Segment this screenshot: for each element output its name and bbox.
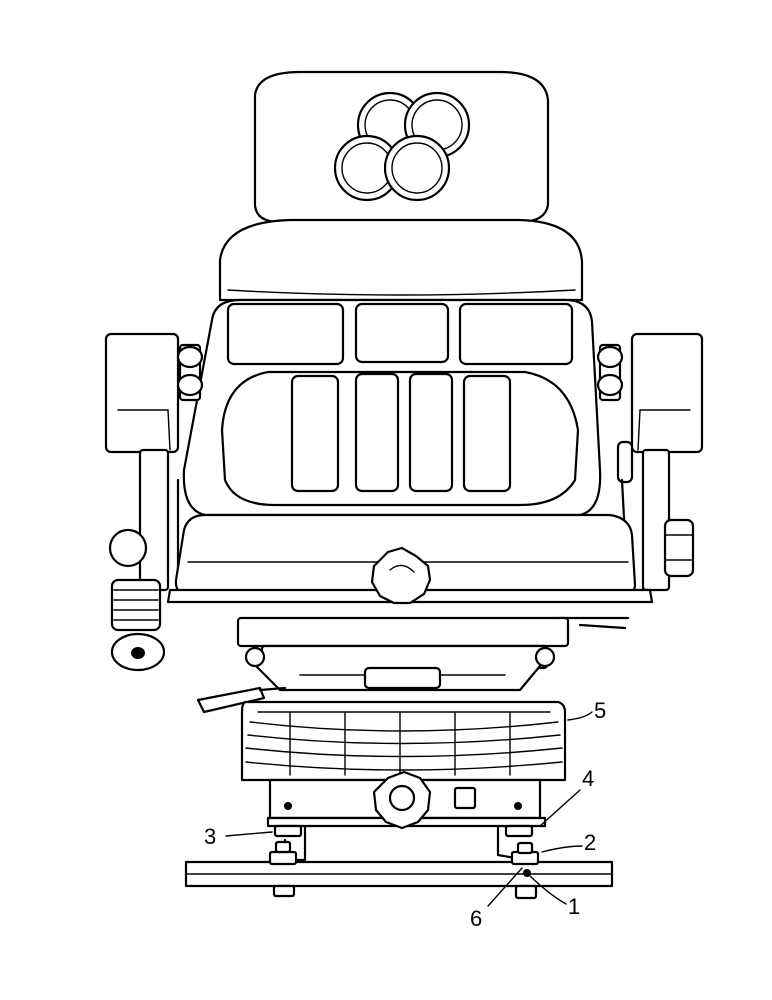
- left-adjustment-handle: [108, 528, 166, 672]
- callout-label-3: 3: [204, 824, 216, 849]
- callout-label-6: 6: [470, 906, 482, 931]
- right-mounting-bracket: [496, 824, 534, 860]
- backrest-upper-cushion: [218, 218, 584, 302]
- callout-label-1: 1: [568, 894, 580, 919]
- callout-1: 1: [529, 875, 580, 919]
- right-armrest-knob: [596, 345, 624, 397]
- callout-4: 4: [539, 766, 594, 827]
- callout-label-5: 5: [594, 698, 606, 723]
- callout-6: 6: [470, 867, 523, 931]
- callout-5: 5: [567, 698, 606, 723]
- upper-mechanism: [236, 616, 570, 692]
- weight-adjust-knob: [372, 770, 432, 830]
- left-armrest-knob: [176, 345, 204, 397]
- right-mounting-bolt: [510, 841, 540, 900]
- callout-2: 2: [541, 830, 596, 855]
- callout-3: 3: [204, 824, 273, 849]
- floor-rail: [184, 860, 614, 888]
- left-mounting-bolt: [268, 840, 298, 898]
- headrest-vent-holes: [333, 91, 471, 202]
- backrest: [182, 298, 602, 517]
- right-side-latch: [616, 440, 634, 484]
- callout-label-4: 4: [582, 766, 594, 791]
- seat-front-knob: [370, 546, 432, 605]
- right-side-knob: [663, 518, 695, 578]
- height-adjust-lever: [196, 686, 287, 714]
- suspension-bellows: [240, 700, 567, 782]
- callout-label-2: 2: [584, 830, 596, 855]
- headrest: [253, 70, 550, 224]
